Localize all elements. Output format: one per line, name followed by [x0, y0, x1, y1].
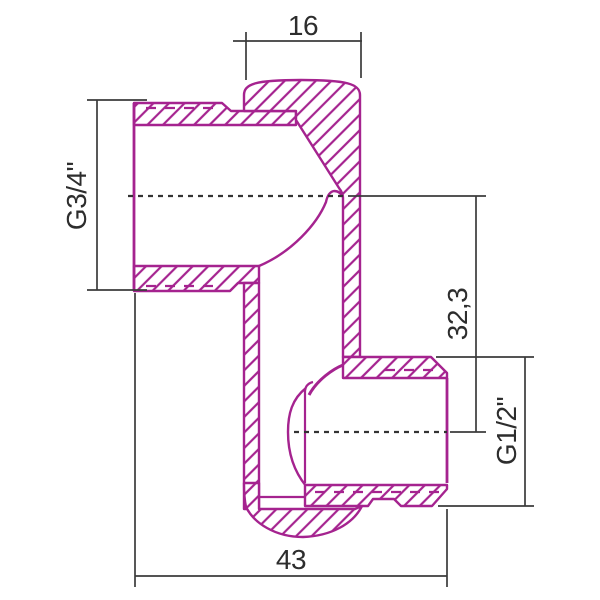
label-left-port-thread: G3/4"	[61, 162, 92, 230]
inner-transition-curve	[258, 189, 345, 268]
label-overall-width: 43	[276, 544, 306, 575]
part-edges	[132, 103, 449, 499]
dome-and-right-wall	[242, 78, 362, 359]
fillet-curve	[307, 363, 344, 396]
dimensions	[87, 32, 534, 587]
lower-bore-edge	[303, 380, 314, 483]
pipe-left-wall	[242, 281, 261, 511]
lower-port-bottom-wall	[303, 483, 449, 508]
upper-port-bottom-wall	[132, 264, 261, 293]
label-vertical-offset: 32,3	[442, 288, 473, 341]
pipe-bottom-cap	[242, 481, 364, 539]
label-right-port-thread: G1/2"	[491, 397, 522, 465]
dimension-labels: 16 G3/4" 32,3 G1/2" 43	[61, 10, 522, 575]
dimension-offset	[348, 195, 486, 433]
thread-lines	[146, 106, 440, 494]
fitting-part	[132, 78, 449, 539]
centerlines	[128, 194, 447, 434]
lower-port-top-wall	[341, 355, 449, 380]
label-top-width: 16	[288, 10, 318, 41]
dimension-left-thread	[87, 99, 147, 291]
dimension-top-width	[233, 32, 362, 80]
lower-bore-dome-arc	[286, 387, 307, 487]
section-hatching	[132, 78, 449, 539]
dimension-right-thread	[436, 356, 534, 507]
dimension-overall-width	[134, 293, 448, 587]
